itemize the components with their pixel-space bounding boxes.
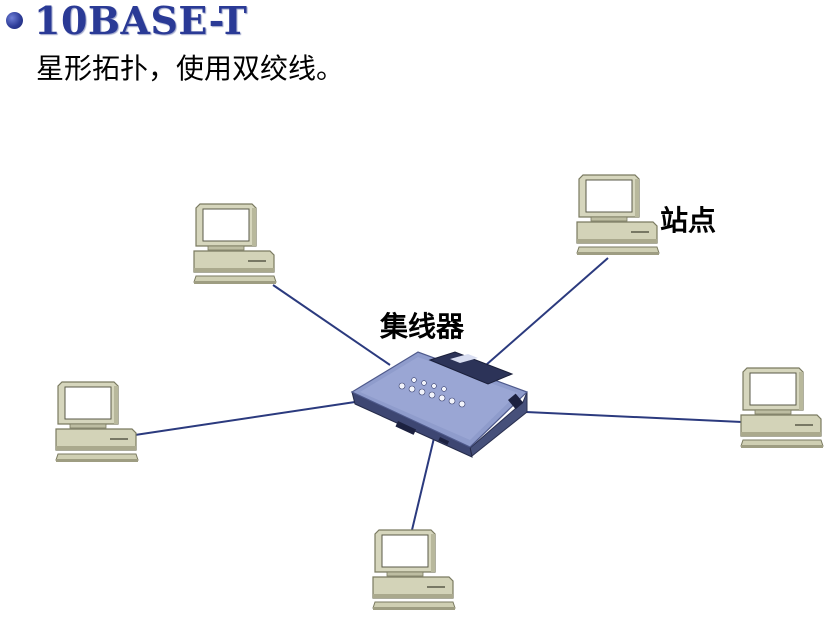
hub-label: 集线器	[380, 305, 464, 345]
cable-right	[526, 412, 742, 422]
hub-device-icon	[352, 352, 527, 457]
computer-icon	[56, 382, 138, 462]
station-label: 站点	[660, 199, 716, 239]
computer-icon	[194, 204, 276, 284]
computer-icon	[373, 530, 455, 610]
computer-icon	[577, 175, 659, 255]
cable-left	[135, 402, 355, 435]
cable-bottom	[412, 438, 434, 530]
computer-icon	[741, 368, 823, 448]
cable-top-left	[273, 285, 390, 365]
cable-top-right	[478, 258, 608, 372]
